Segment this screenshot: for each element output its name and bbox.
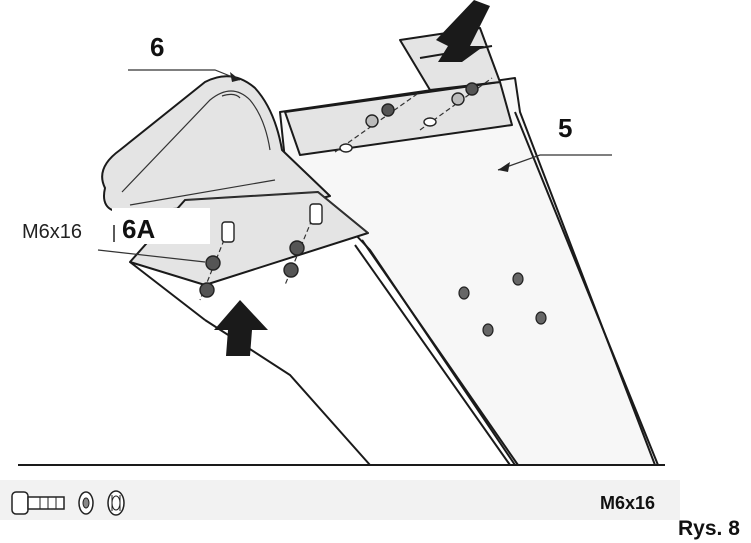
hardware-strip <box>0 480 680 520</box>
figure-caption: Rys. 8 <box>678 517 740 540</box>
label-bolt-callout: M6x16 <box>22 221 82 243</box>
washer-icon <box>78 491 94 515</box>
lower-fasteners <box>199 203 323 301</box>
upper-fasteners <box>334 77 493 153</box>
bolt-icon <box>11 491 65 515</box>
label-part-6: 6 <box>150 32 164 62</box>
leader-lines <box>97 69 612 263</box>
nut-icon <box>107 490 125 516</box>
label-bolt-strip: M6x16 <box>600 493 655 513</box>
label-part-6a: 6A <box>122 214 155 244</box>
panel-holes <box>458 272 547 337</box>
arrow-icon <box>214 0 490 356</box>
panel-5 <box>129 77 659 466</box>
label-6a-box <box>112 208 210 244</box>
label-part-5: 5 <box>558 113 572 143</box>
